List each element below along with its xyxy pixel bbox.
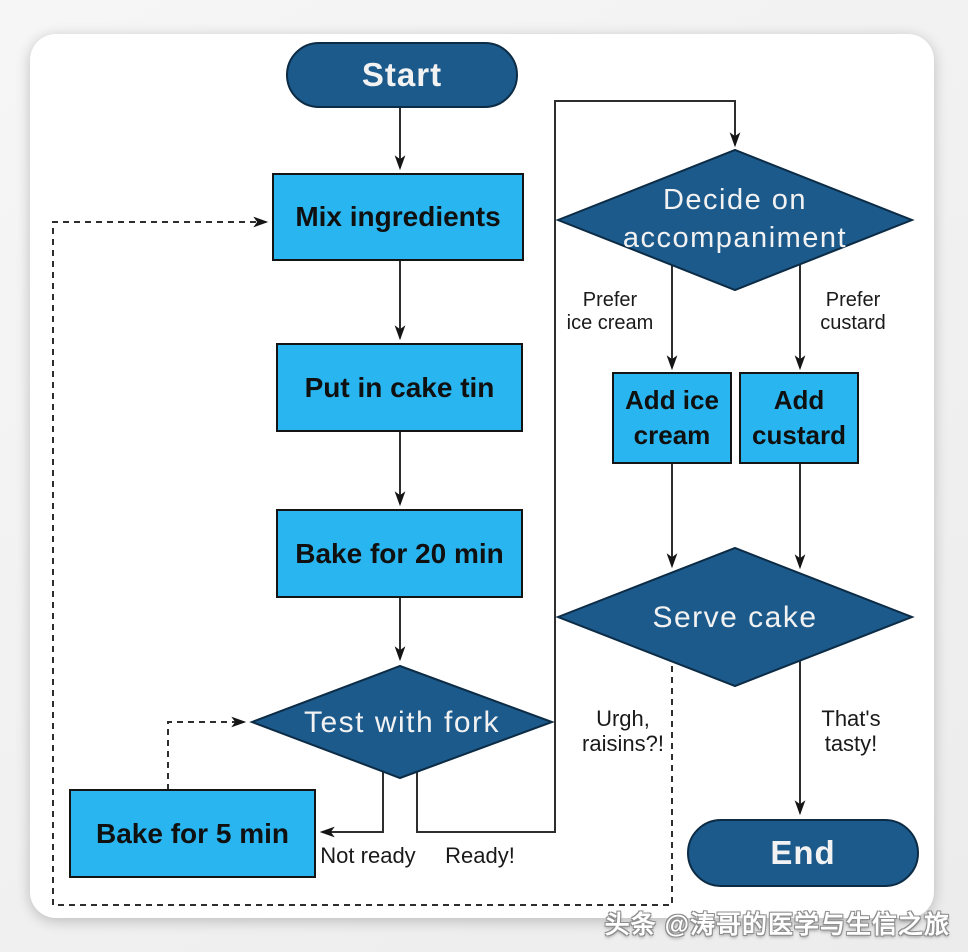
watermark-text: 头条 @涛哥的医学与生信之旅: [604, 911, 950, 939]
end-node-shape: [687, 819, 919, 887]
add-custard-node-shape: [739, 372, 859, 464]
edge-test-ready-to-decide: [416, 100, 741, 833]
edge-bake5-to-test: [167, 716, 247, 790]
decide-accompaniment-node-shape: [555, 148, 915, 292]
bake-20-min-node-shape: [276, 509, 523, 598]
edges: [52, 100, 806, 906]
node-shapes: [69, 42, 919, 887]
start-node-shape: [286, 42, 518, 108]
bake-5-min-node-shape: [69, 789, 316, 878]
test-with-fork-node-shape: [249, 664, 555, 780]
mix-ingredients-node-shape: [272, 173, 524, 261]
add-ice-cream-node-shape: [612, 372, 732, 464]
edge-test-notready-to-bake5: [319, 770, 384, 838]
put-in-cake-tin-node-shape: [276, 343, 523, 432]
serve-cake-node-shape: [555, 546, 915, 688]
edge-serve-raisins-to-mix: [52, 216, 673, 906]
